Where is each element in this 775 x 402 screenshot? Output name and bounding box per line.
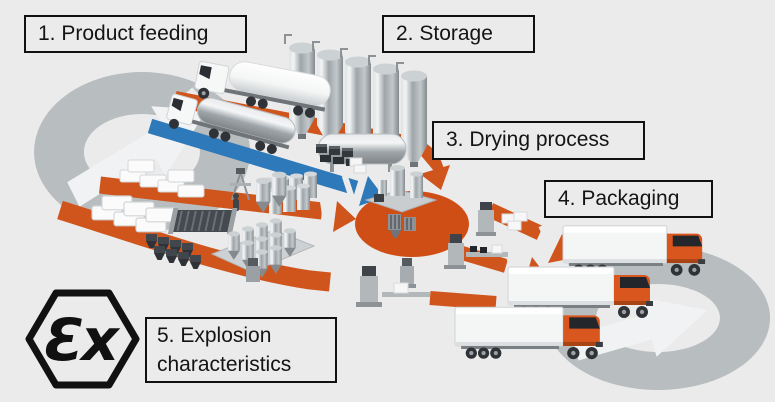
product-feeding-label: 1. Product feeding	[24, 15, 247, 53]
storage-label: 2. Storage	[382, 15, 535, 53]
tanker-truck-silver	[166, 93, 296, 155]
arrowhead-into-dryer-top	[420, 165, 450, 190]
arrowhead-into-dryer-left	[333, 201, 356, 232]
atex-ex-logo: Ɛx	[25, 289, 140, 389]
flow-band-bottom-orange	[57, 200, 331, 292]
filter-press-machine	[167, 208, 238, 234]
discharge-unit	[246, 258, 260, 282]
flow-band-blue	[147, 118, 359, 196]
packing-machines	[356, 202, 528, 307]
packaging-label: 4. Packaging	[544, 180, 713, 218]
dosing-platform	[210, 218, 316, 278]
spray-dryer	[364, 165, 438, 238]
explosion-characteristics-label: 5. Explosion characteristics	[145, 317, 337, 383]
tanker-truck-white	[194, 60, 331, 118]
drying-process-label: 3. Drying process	[432, 121, 645, 160]
ex-hexagon-icon	[25, 289, 140, 389]
ex-mark-text: Ɛx	[44, 306, 120, 374]
raw-material-blocks	[316, 144, 367, 174]
